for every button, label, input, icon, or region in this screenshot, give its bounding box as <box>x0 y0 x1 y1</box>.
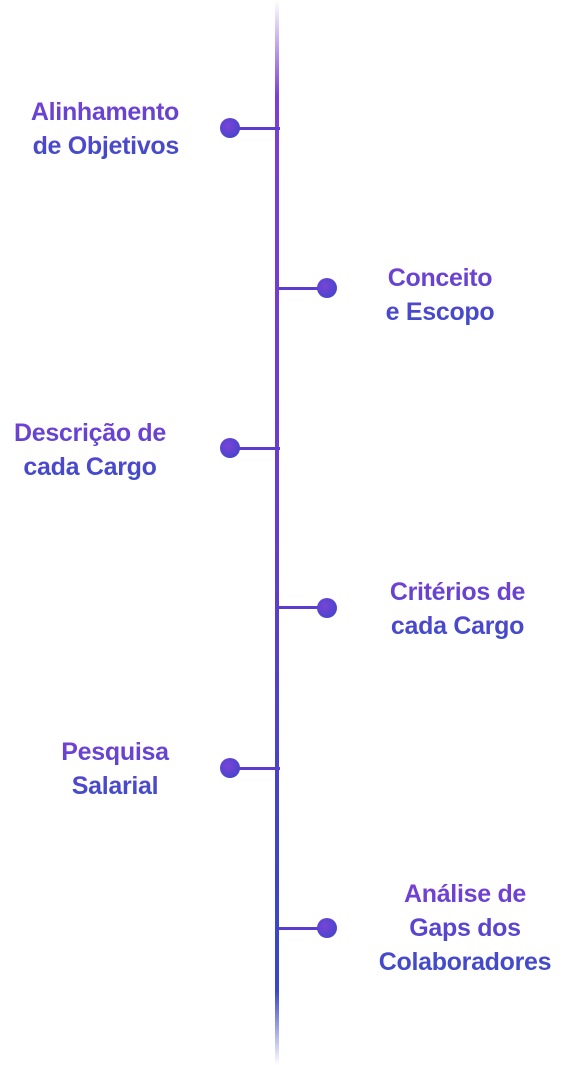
connector-step-2 <box>279 287 329 290</box>
step-marker-4 <box>317 598 337 618</box>
connector-step-4 <box>279 606 329 609</box>
step-label-5: Pesquisa Salarial <box>45 735 185 803</box>
step-5-line-1: Pesquisa <box>61 738 169 766</box>
step-marker-6 <box>317 918 337 938</box>
step-label-6: Análise de Gaps dos Colaboradores <box>363 877 567 979</box>
step-3-line-2: cada Cargo <box>23 453 157 481</box>
step-4-line-1: Critérios de <box>389 578 526 606</box>
step-6-line-2: Gaps dos <box>409 914 521 942</box>
connector-step-5 <box>230 767 280 770</box>
step-3-line-1: Descrição de <box>13 419 167 447</box>
step-marker-5 <box>220 758 240 778</box>
step-label-2: Conceito e Escopo <box>375 261 505 329</box>
timeline-axis <box>275 0 279 1065</box>
step-6-line-1: Análise de <box>403 880 527 908</box>
step-2-line-2: e Escopo <box>385 298 495 326</box>
step-marker-2 <box>317 278 337 298</box>
connector-step-6 <box>279 927 329 930</box>
connector-step-1 <box>230 127 280 130</box>
step-2-line-1: Conceito <box>387 264 493 292</box>
step-label-4: Critérios de cada Cargo <box>370 575 545 643</box>
step-label-3: Descrição de cada Cargo <box>0 416 180 484</box>
step-5-line-2: Salarial <box>71 772 159 800</box>
step-1-line-2: de Objetivos <box>32 132 179 160</box>
step-1-line-1: Alinhamento <box>30 98 179 126</box>
connector-step-3 <box>230 447 280 450</box>
step-6-line-3: Colaboradores <box>378 948 552 976</box>
step-marker-3 <box>220 438 240 458</box>
step-label-1: Alinhamento de Objetivos <box>31 95 179 163</box>
step-4-line-2: cada Cargo <box>390 612 525 640</box>
step-marker-1 <box>220 118 240 138</box>
